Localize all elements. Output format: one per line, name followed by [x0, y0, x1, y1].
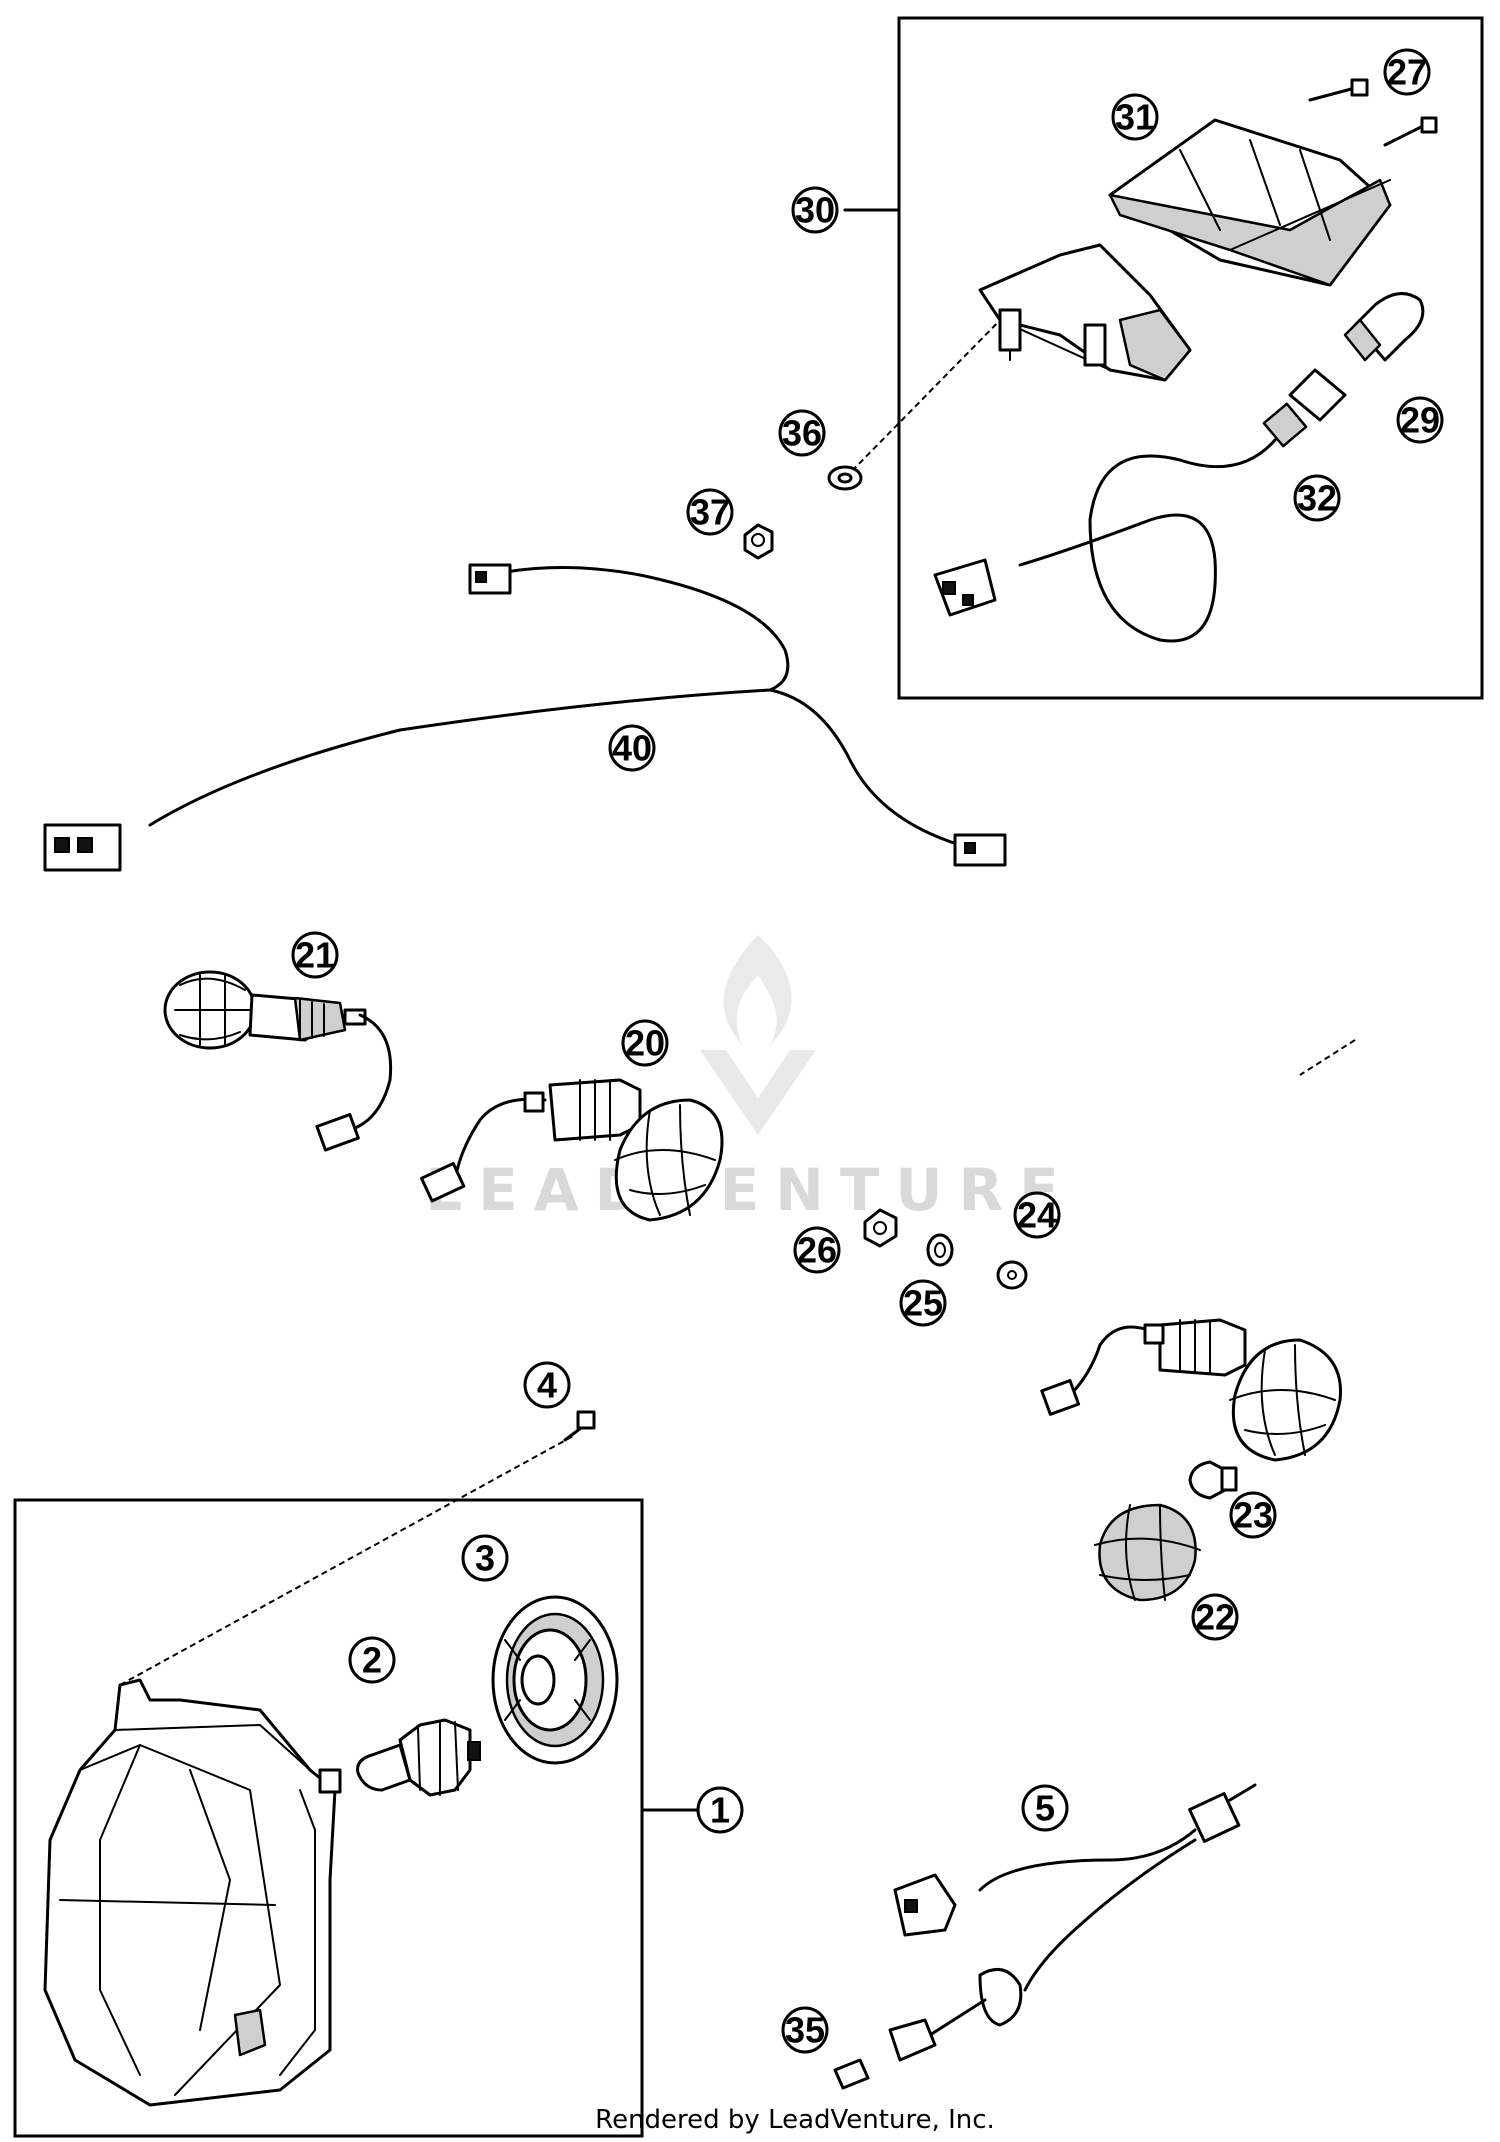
watermark-text: LEADVENTURE — [425, 1156, 1075, 1224]
svg-text:36: 36 — [782, 413, 822, 454]
turn-signal-right — [1040, 1318, 1342, 1462]
bulb-23 — [1188, 1460, 1238, 1500]
callout-20: 20 — [621, 1019, 669, 1067]
callout-29: 29 — [1396, 396, 1444, 444]
svg-text:40: 40 — [612, 728, 652, 769]
svg-text:27: 27 — [1387, 52, 1427, 93]
svg-text:22: 22 — [1195, 1597, 1235, 1638]
svg-text:25: 25 — [903, 1283, 943, 1324]
lens-22 — [1094, 1503, 1201, 1602]
taillight-group-box — [897, 16, 1484, 700]
headlight-housing — [43, 1678, 342, 2107]
svg-text:5: 5 — [1035, 1788, 1055, 1829]
turn-signal-20 — [420, 1078, 724, 1222]
leader-lines — [119, 208, 1356, 1812]
screw-27-b — [1383, 116, 1438, 147]
headlight-group-box — [13, 1498, 644, 2138]
callout-31: 31 — [1111, 93, 1159, 141]
callout-24: 24 — [1013, 1191, 1061, 1239]
callout-25: 25 — [899, 1279, 947, 1327]
callout-5: 5 — [1021, 1784, 1069, 1832]
svg-text:31: 31 — [1115, 97, 1155, 138]
washer-24 — [996, 1260, 1028, 1290]
callout-27: 27 — [1383, 48, 1431, 96]
callout-4: 4 — [523, 1361, 571, 1409]
bulb-cover-3 — [491, 1595, 619, 1765]
nut-37 — [743, 523, 774, 560]
screw-27-a — [1308, 78, 1369, 102]
flame-logo-icon — [700, 935, 816, 1135]
callout-3: 3 — [461, 1534, 509, 1582]
wiring-harness-40 — [43, 563, 1007, 872]
leadventure-watermark: LEADVENTURE — [425, 935, 1075, 1224]
nut-26 — [863, 1208, 898, 1248]
tail-light-bracket — [978, 243, 1192, 382]
svg-text:30: 30 — [795, 190, 835, 231]
svg-text:21: 21 — [295, 935, 335, 976]
callout-36: 36 — [778, 409, 826, 457]
callout-26: 26 — [793, 1226, 841, 1274]
washer-25 — [926, 1233, 954, 1267]
svg-text:20: 20 — [625, 1023, 665, 1064]
tail-light-lens — [1108, 118, 1392, 287]
callout-2: 2 — [348, 1636, 396, 1684]
callout-21: 21 — [291, 931, 339, 979]
bulb-2 — [356, 1718, 481, 1797]
bulb-29 — [1343, 292, 1425, 362]
svg-text:23: 23 — [1233, 1495, 1273, 1536]
callout-40: 40 — [608, 724, 656, 772]
callout-23: 23 — [1229, 1491, 1277, 1539]
svg-text:1: 1 — [710, 1790, 730, 1831]
headlight-cable-5 — [833, 1783, 1257, 2090]
footer-credit: Rendered by LeadVenture, Inc. — [595, 2105, 995, 2135]
svg-text:24: 24 — [1017, 1195, 1057, 1236]
svg-text:26: 26 — [797, 1230, 837, 1271]
callout-1: 1 — [696, 1786, 744, 1834]
svg-text:2: 2 — [362, 1640, 382, 1681]
callout-32: 32 — [1293, 474, 1341, 522]
cable-32 — [933, 368, 1347, 643]
svg-text:35: 35 — [785, 2010, 825, 2051]
svg-text:3: 3 — [475, 1538, 495, 1579]
svg-text:37: 37 — [690, 492, 730, 533]
svg-text:32: 32 — [1297, 478, 1337, 519]
callout-37: 37 — [686, 488, 734, 536]
callout-30: 30 — [791, 186, 839, 234]
svg-text:29: 29 — [1400, 400, 1440, 441]
washer-36 — [827, 465, 863, 491]
screw-4 — [563, 1410, 596, 1442]
callout-22: 22 — [1191, 1593, 1239, 1641]
turn-signal-21 — [163, 970, 393, 1152]
svg-text:4: 4 — [537, 1365, 557, 1406]
callout-35: 35 — [781, 2006, 829, 2054]
